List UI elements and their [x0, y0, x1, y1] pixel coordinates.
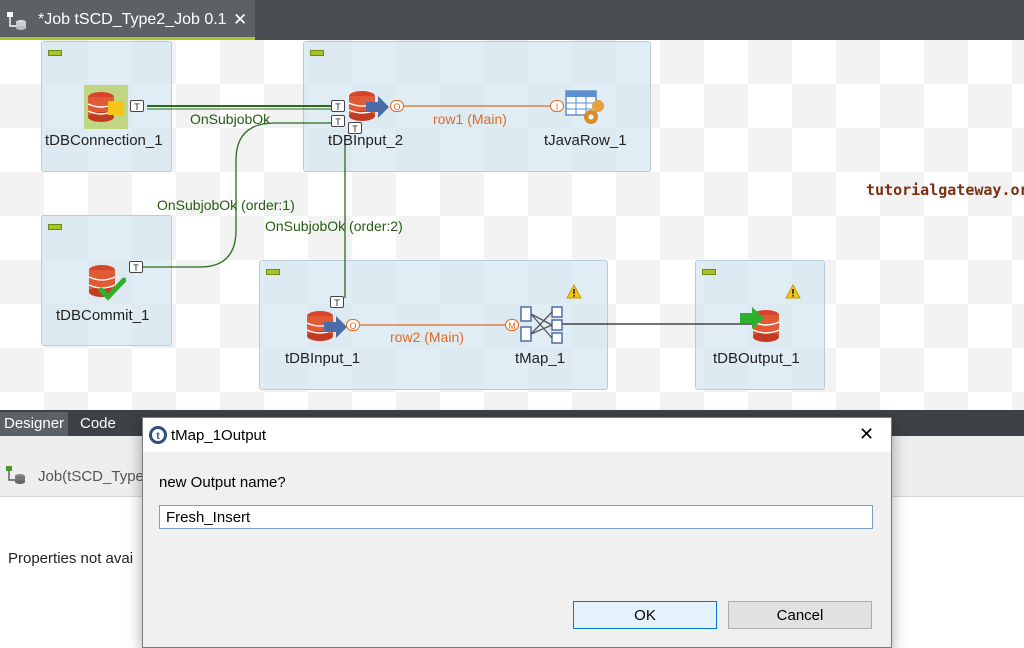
dialog-prompt: new Output name?	[159, 474, 286, 491]
collapse-toggle[interactable]	[266, 269, 280, 275]
cancel-button[interactable]: Cancel	[728, 601, 872, 629]
tab-code[interactable]: Code	[80, 415, 116, 432]
link-label-row1[interactable]: row1 (Main)	[433, 111, 507, 127]
properties-title: Job(tSCD_Type	[38, 468, 144, 485]
output-name-dialog: t tMap_1Output ✕ new Output name? OK Can…	[142, 417, 892, 648]
output-name-input[interactable]	[159, 505, 873, 529]
job-icon	[7, 12, 26, 30]
ok-button[interactable]: OK	[573, 601, 717, 629]
designer-canvas[interactable]: T tDBConnection_1 T T T O tDBInput_2 row…	[0, 40, 1024, 410]
warning-icon	[785, 284, 801, 299]
link-label-onsubjobok[interactable]: OnSubjobOk	[190, 111, 271, 127]
trigger-connector[interactable]: T	[348, 122, 362, 134]
link-label-order1[interactable]: OnSubjobOk (order:1)	[157, 197, 295, 213]
link-label-row2[interactable]: row2 (Main)	[390, 329, 464, 345]
properties-message: Properties not avai	[8, 550, 134, 567]
close-icon[interactable]: ✕	[233, 10, 248, 29]
collapse-toggle[interactable]	[48, 50, 62, 56]
warning-icon	[566, 284, 582, 299]
db-input-icon[interactable]	[346, 90, 390, 124]
collapse-toggle[interactable]	[48, 224, 62, 230]
close-icon[interactable]: ✕	[859, 424, 875, 444]
talend-icon: t	[149, 426, 167, 444]
db-input-icon[interactable]	[304, 310, 348, 344]
tab-designer[interactable]: Designer	[0, 412, 69, 438]
watermark: tutorialgateway.org	[866, 181, 1024, 199]
trigger-connector[interactable]: T	[330, 296, 344, 308]
trigger-connector[interactable]: T	[331, 115, 345, 127]
component-label: tDBInput_1	[285, 350, 361, 367]
dialog-titlebar	[143, 418, 891, 452]
collapse-toggle[interactable]	[310, 50, 324, 56]
db-connection-icon[interactable]	[84, 85, 128, 129]
db-output-icon[interactable]	[738, 306, 782, 346]
job-icon	[6, 466, 25, 484]
trigger-connector[interactable]: T	[129, 261, 143, 273]
component-label: tDBConnection_1	[45, 132, 163, 149]
tab-title: *Job tSCD_Type2_Job 0.1	[38, 11, 227, 28]
tmap-icon[interactable]	[520, 305, 564, 345]
component-label: tMap_1	[515, 350, 566, 367]
output-connector[interactable]: O	[346, 319, 360, 331]
svg-text:t: t	[156, 431, 160, 442]
java-row-icon[interactable]	[565, 90, 607, 126]
trigger-connector[interactable]: T	[130, 100, 144, 112]
map-input-connector[interactable]: M	[505, 319, 519, 331]
db-commit-icon[interactable]	[86, 264, 126, 304]
collapse-toggle[interactable]	[702, 269, 716, 275]
dialog-title: tMap_1Output	[171, 427, 267, 444]
input-connector[interactable]: I	[550, 100, 564, 112]
tab-job[interactable]	[0, 0, 255, 40]
link-lines	[140, 105, 754, 326]
trigger-connector[interactable]: T	[331, 100, 345, 112]
component-label: tDBCommit_1	[56, 307, 150, 324]
link-label-order2[interactable]: OnSubjobOk (order:2)	[265, 218, 403, 234]
output-connector[interactable]: O	[390, 100, 404, 112]
component-label: tDBInput_2	[328, 132, 404, 149]
component-label: tDBOutput_1	[713, 350, 800, 367]
component-label: tJavaRow_1	[544, 132, 627, 149]
